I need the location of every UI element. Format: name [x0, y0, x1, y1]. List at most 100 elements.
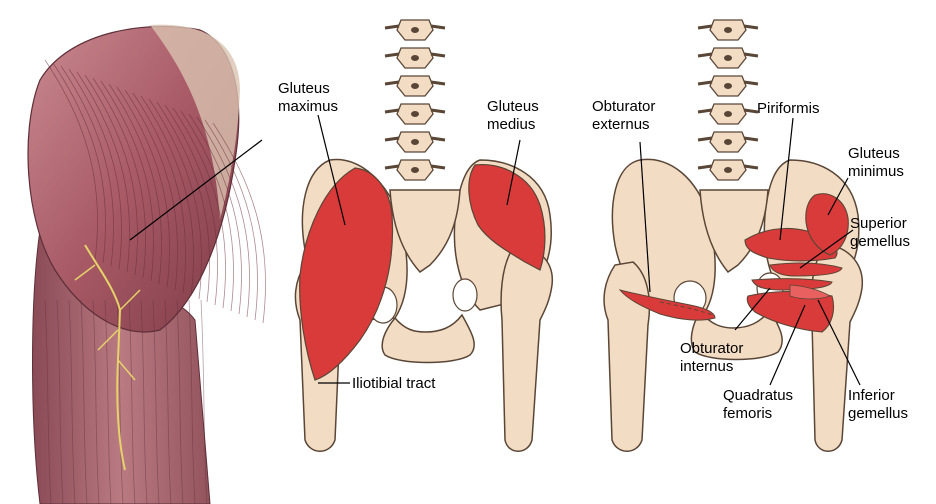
thigh-fiber [164, 299, 172, 504]
pubis-right [690, 308, 783, 361]
muscle-fiber [132, 92, 186, 294]
anatomical-buttock-illustration [27, 24, 266, 504]
leader-gluteus-medius [506, 139, 521, 206]
label-line: Gluteus [848, 145, 900, 162]
label-obturator-internus: Obturator internus [680, 340, 743, 376]
transverse-process [384, 164, 446, 170]
left-femur-right [603, 261, 651, 452]
spinal-canal-mark [724, 55, 732, 61]
spinal-canal-mark [724, 167, 732, 173]
label-superior-gemellus: Superior gemellus [850, 215, 910, 251]
leader-quadratus-femoris [769, 304, 806, 386]
transverse-process [384, 136, 446, 142]
label-piriformis: Piriformis [757, 100, 820, 118]
label-iliotibial-tract: Iliotibial tract [352, 375, 435, 393]
transverse-process [697, 24, 759, 30]
label-line: femoris [723, 405, 773, 422]
label-quadratus-femoris: Quadratus femoris [723, 387, 793, 423]
label-line: medius [487, 116, 536, 133]
label-obturator-externus: Obturator externus [592, 98, 655, 134]
muscle-fiber [76, 71, 130, 273]
fascia-overlay [150, 24, 240, 221]
muscle-fiber [100, 80, 154, 282]
muscle-fiber [188, 113, 242, 315]
label-line: gemellus [848, 405, 909, 422]
superior-gemellus-muscle [769, 262, 843, 277]
transverse-process [697, 108, 759, 114]
transverse-process [697, 164, 759, 170]
sacrum-right [699, 189, 769, 274]
thigh-fiber [56, 299, 64, 504]
leader-inferior-gemellus [817, 299, 861, 386]
label-line: gemellus [850, 233, 911, 250]
transverse-process [384, 52, 446, 58]
transverse-process [697, 136, 759, 142]
leader-obturator-internus [734, 287, 771, 331]
label-line: Gluteus [487, 98, 539, 115]
gluteus-minimus-muscle [805, 193, 849, 256]
label-line: internus [680, 358, 734, 375]
muscle-fiber [164, 104, 218, 306]
obturator-externus-muscle [618, 289, 716, 321]
thigh-fiber [68, 299, 76, 504]
thigh-fiber [44, 299, 52, 504]
leader-gluteus-minimus [827, 177, 849, 216]
transverse-process [384, 80, 446, 86]
spinal-canal-mark [411, 167, 419, 173]
spinal-canal-mark [411, 139, 419, 145]
muscle-fiber [156, 101, 210, 303]
label-line: maximus [278, 98, 339, 115]
label-line: Obturator [680, 340, 744, 357]
thigh-fiber [176, 299, 184, 504]
label-line: Superior [850, 215, 907, 232]
label-gluteus-medius: Gluteus medius [487, 98, 539, 134]
leader-gluteus-maximus [317, 114, 346, 226]
right-pelvis-diagram [603, 19, 863, 452]
label-line: Piriformis [757, 100, 820, 117]
label-line: externus [592, 116, 650, 133]
muscle-fiber [180, 110, 234, 312]
muscle-fiber [60, 65, 114, 267]
thigh-fiber [80, 299, 88, 504]
muscle-fiber [116, 86, 170, 288]
spinal-canal-mark [411, 55, 419, 61]
muscle-fiber [44, 59, 98, 261]
gluteus-maximus-muscle [299, 167, 394, 381]
thigh-fiber [92, 299, 100, 504]
muscle-fiber [196, 116, 250, 318]
muscle-fiber [68, 68, 122, 270]
muscle-fiber [52, 62, 106, 264]
spinal-canal-mark [724, 139, 732, 145]
obturator-internus-muscle [751, 278, 833, 291]
label-inferior-gemellus: Inferior gemellus [848, 387, 908, 423]
spinal-canal-mark [411, 111, 419, 117]
thigh-fiber [200, 299, 208, 504]
muscle-fiber [204, 119, 258, 321]
leader-piriformis [779, 117, 794, 241]
transverse-process [697, 80, 759, 86]
thigh-fiber [140, 299, 148, 504]
obturator-foramen-right-center [452, 278, 478, 312]
label-line: Obturator [592, 98, 656, 115]
transverse-process [384, 24, 446, 30]
muscle-fiber [84, 74, 138, 276]
spinal-canal-mark [411, 27, 419, 33]
label-line: minimus [848, 163, 904, 180]
inferior-gemellus-muscle [789, 284, 831, 300]
sacrum-center [389, 189, 461, 273]
muscle-fiber [92, 77, 146, 279]
muscle-fiber [148, 98, 202, 300]
lumbar-spine-center [384, 19, 446, 181]
label-line: Gluteus [278, 80, 330, 97]
muscle-fiber [108, 83, 162, 285]
right-femur-center [500, 244, 553, 452]
spinal-canal-mark [724, 83, 732, 89]
label-line: Inferior [848, 387, 895, 404]
muscle-fiber [124, 89, 178, 291]
spinal-canal-mark [724, 111, 732, 117]
label-gluteus-maximus: Gluteus maximus [278, 80, 338, 116]
gluteus-medius-muscle [468, 163, 546, 271]
thigh-fiber [116, 299, 124, 504]
transverse-process [384, 108, 446, 114]
